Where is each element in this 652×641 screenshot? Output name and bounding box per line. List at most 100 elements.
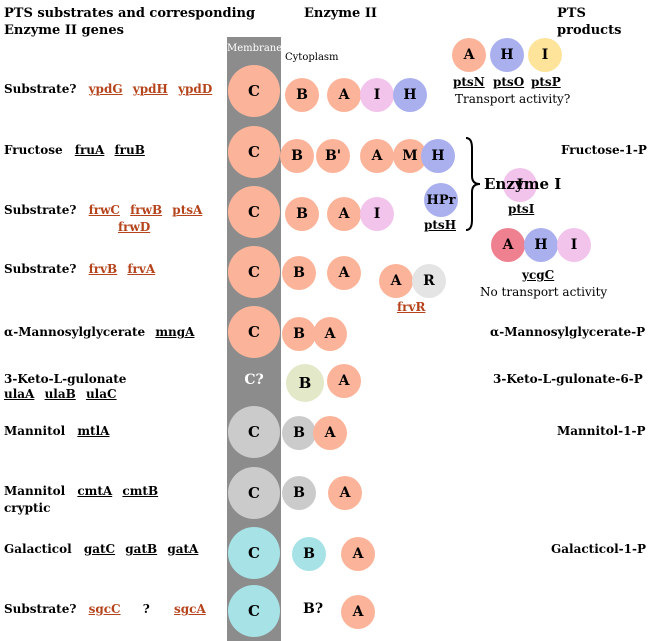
- domain-a: A: [341, 595, 375, 629]
- substrate-name: Substrate?: [4, 203, 77, 217]
- domain-c: C: [228, 467, 280, 519]
- left-header-line1: PTS substrates and corresponding: [4, 6, 256, 21]
- domain-b: B: [292, 537, 326, 571]
- cytoplasm-label: Cytoplasm: [285, 52, 339, 63]
- domain-h: H: [421, 139, 455, 173]
- gene-ptsA: ptsA: [172, 203, 203, 217]
- gene-ypdD: ypdD: [178, 82, 213, 96]
- row-fructose-label: Fructose fruA fruB: [4, 143, 145, 157]
- domain-a: A: [327, 364, 361, 398]
- domain-r-frvr: R: [412, 264, 446, 298]
- gene-mtlA: mtlA: [77, 424, 110, 438]
- gene-ptsO: ptsO: [493, 75, 525, 89]
- row-frv-label: Substrate? frvB frvA: [4, 262, 155, 276]
- domain-b: B: [282, 476, 316, 510]
- gene-gatB: gatB: [125, 542, 158, 556]
- left-header-line2: Enzyme II genes: [4, 23, 124, 38]
- domain-c-unknown: C?: [244, 372, 264, 388]
- gene-frvB: frvB: [88, 262, 118, 276]
- membrane-label: Membrane: [227, 43, 283, 54]
- gene-ulaA: ulaA: [4, 387, 35, 401]
- row-galacticol-label: Galacticol gatC gatB gatA: [4, 542, 198, 556]
- domain-a: A: [327, 78, 361, 112]
- row-frw-label-2: frwD: [118, 220, 150, 234]
- gene-sgcC: sgcC: [88, 602, 121, 616]
- substrate-name: Mannitol: [4, 424, 66, 438]
- row-mannitol-cryptic-label: Mannitol cmtA cmtB cryptic: [4, 484, 158, 515]
- gene-ulaC: ulaC: [85, 387, 117, 401]
- domain-i-ptsp: I: [528, 38, 562, 72]
- gene-unknown: ?: [142, 602, 150, 616]
- right-header: PTS products: [557, 6, 622, 38]
- gene-ptsI: ptsI: [508, 202, 535, 216]
- domain-b: B: [286, 364, 324, 402]
- domain-b: B: [285, 197, 319, 231]
- domain-h-ycgc: H: [524, 228, 558, 262]
- domain-c: C: [228, 585, 280, 637]
- product-fructose-1-p: Fructose-1-P: [561, 143, 647, 157]
- domain-c: C: [228, 527, 280, 579]
- substrate-name: Substrate?: [4, 262, 77, 276]
- gene-cmtA: cmtA: [77, 484, 113, 498]
- enzyme-i-label: Enzyme I: [484, 175, 562, 193]
- domain-c: C: [228, 186, 280, 238]
- substrate-qualifier: cryptic: [4, 501, 51, 515]
- domain-c: C: [228, 126, 280, 178]
- gene-cmtB: cmtB: [122, 484, 159, 498]
- domain-a: A: [313, 317, 347, 351]
- domain-i: I: [360, 197, 394, 231]
- domain-a: A: [360, 139, 394, 173]
- gene-gatC: gatC: [83, 542, 116, 556]
- substrate-name: Galacticol: [4, 542, 72, 556]
- gene-ypdH: ypdH: [132, 82, 168, 96]
- gene-mngA: mngA: [155, 325, 195, 339]
- substrate-name: α-Mannosylglycerate: [4, 325, 146, 339]
- domain-i: I: [360, 78, 394, 112]
- row-ypd-label: Substrate? ypdG ypdH ypdD: [4, 82, 212, 96]
- row-sgc-label: Substrate? sgcC ? sgcA: [4, 602, 206, 616]
- gene-frwB: frwB: [130, 203, 163, 217]
- domain-i-ycgc: I: [557, 228, 591, 262]
- domain-a-ycgc: A: [491, 228, 525, 262]
- substrate-name: Substrate?: [4, 82, 77, 96]
- left-header: PTS substrates and corresponding Enzyme …: [4, 5, 255, 39]
- substrate-name: Substrate?: [4, 602, 77, 616]
- center-header: Enzyme II: [304, 6, 378, 21]
- domain-a: A: [341, 537, 375, 571]
- domain-c: C: [228, 65, 280, 117]
- domain-a: A: [313, 416, 347, 450]
- gene-frwD: frwD: [118, 220, 151, 234]
- transport-activity-note: Transport activity?: [455, 92, 571, 106]
- domain-b: B: [282, 416, 316, 450]
- domain-b-prime: B': [316, 139, 350, 173]
- domain-b-unknown: B?: [303, 601, 324, 617]
- domain-a-ptsn: A: [452, 38, 486, 72]
- gene-gatA: gatA: [167, 542, 199, 556]
- domain-hpr: HPr: [424, 183, 458, 217]
- enzyme-i-brace: [465, 137, 481, 231]
- substrate-name: 3-Keto-L-gulonate: [4, 372, 127, 386]
- gene-frvR: frvR: [397, 300, 426, 314]
- row-mannosylglycerate-label: α-Mannosylglycerate mngA: [4, 325, 194, 339]
- domain-a-frvr: A: [379, 264, 413, 298]
- row-frw-label: Substrate? frwC frwB ptsA: [4, 203, 202, 217]
- gene-ptsH: ptsH: [424, 218, 457, 232]
- gene-sgcA: sgcA: [174, 602, 206, 616]
- gene-fruB: fruB: [114, 143, 145, 157]
- domain-h: H: [393, 78, 427, 112]
- product-keto-gulonate-6-p: 3-Keto-L-gulonate-6-P: [493, 372, 643, 386]
- substrate-name: Mannitol: [4, 484, 66, 498]
- product-mannosylglycerate-p: α-Mannosylglycerate-P: [490, 325, 646, 339]
- row-mannitol-label: Mannitol mtlA: [4, 424, 109, 438]
- gene-ycgC: ycgC: [522, 268, 555, 282]
- gene-ptsN: ptsN: [453, 75, 485, 89]
- gene-ypdG: ypdG: [88, 82, 123, 96]
- product-galacticol-1-p: Galacticol-1-P: [551, 542, 646, 556]
- substrate-name: Fructose: [4, 143, 63, 157]
- product-mannitol-1-p: Mannitol-1-P: [557, 424, 646, 438]
- domain-c: C: [228, 406, 280, 458]
- domain-b: B: [282, 317, 316, 351]
- gene-fruA: fruA: [74, 143, 105, 157]
- domain-a: A: [328, 476, 362, 510]
- gene-ptsP: ptsP: [531, 75, 561, 89]
